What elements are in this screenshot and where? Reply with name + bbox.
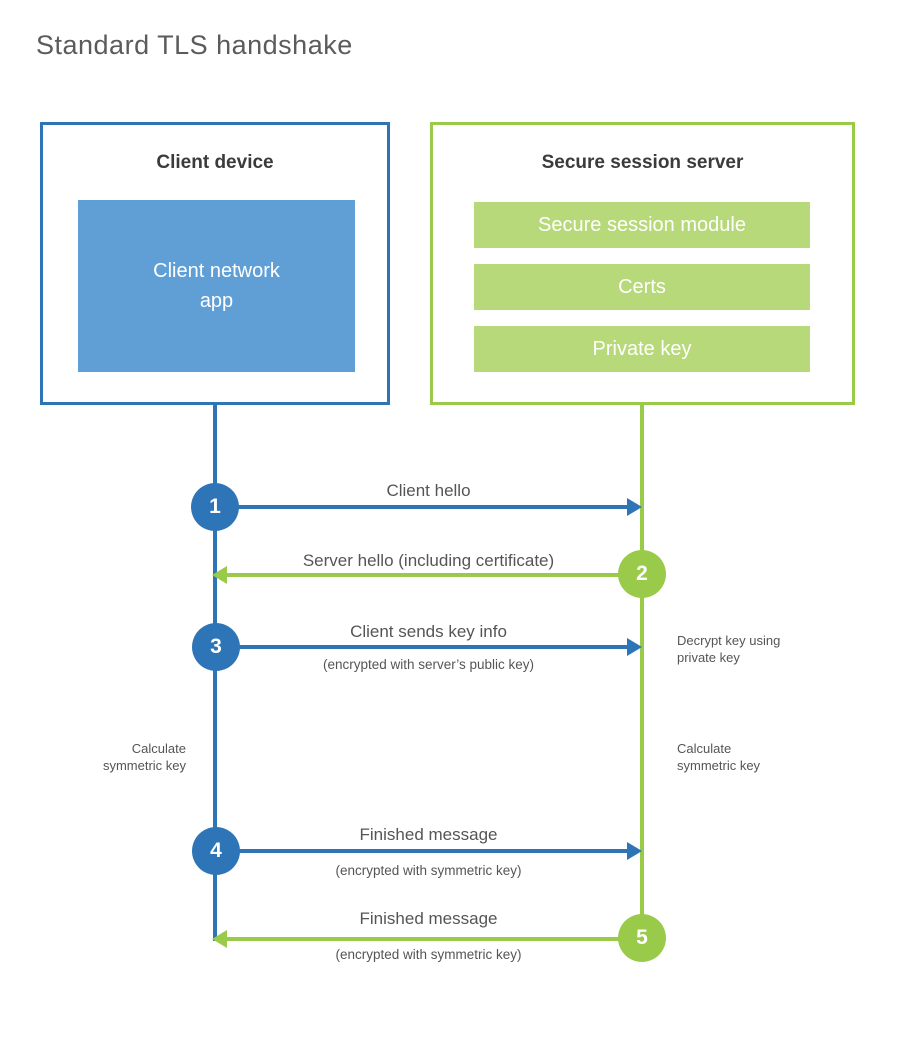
arrow-line-step1: [215, 505, 627, 509]
message-label-finished-server: Finished message: [359, 909, 498, 928]
note-line: symmetric key: [102, 758, 186, 773]
step-circle-1: 1: [191, 483, 239, 531]
message-sublabel-key-info: (encrypted with server’s public key): [322, 657, 535, 672]
note-calc-symmetric-right: Calculate symmetric key: [677, 740, 760, 774]
message-label-client-hello: Client hello: [386, 481, 471, 500]
step-circle-3: 3: [192, 623, 240, 671]
arrowhead-left-icon: [212, 930, 227, 948]
note-line: symmetric key: [677, 758, 761, 773]
note-line: Calculate: [677, 741, 732, 756]
message-label-server-hello: Server hello (including certificate): [302, 551, 555, 570]
message-sublabel-finished-server: (encrypted with symmetric key): [335, 947, 522, 962]
step-circle-4: 4: [192, 827, 240, 875]
server-module-secure-session: Secure session module: [474, 202, 810, 248]
message-label-finished-client: Finished message: [359, 825, 498, 844]
page-title: Standard TLS handshake: [36, 30, 353, 60]
client-device-title: Client device: [156, 152, 274, 173]
server-module-private-key: Private key: [474, 326, 810, 372]
arrowhead-left-icon: [212, 566, 227, 584]
client-app-label-line1: Client network: [153, 260, 280, 282]
server-module-certs: Certs: [474, 264, 810, 310]
step-number: 4: [210, 839, 222, 862]
arrowhead-right-icon: [627, 498, 642, 516]
client-lifeline: [213, 405, 217, 941]
client-network-app-box: Client network app: [78, 200, 355, 372]
note-line: Calculate: [131, 741, 186, 756]
arrow-line-step4: [216, 849, 627, 853]
note-line: Decrypt key using: [677, 633, 781, 648]
step-number: 5: [636, 926, 648, 949]
arrow-line-step5: [227, 937, 642, 941]
step-circle-5: 5: [618, 914, 666, 962]
arrow-line-step2: [227, 573, 642, 577]
client-app-label-line2: app: [199, 290, 234, 312]
note-decrypt-key: Decrypt key using private key: [677, 632, 780, 666]
note-calc-symmetric-left: Calculate symmetric key: [36, 740, 186, 774]
client-device-box: Client device Client network app: [40, 122, 390, 405]
arrowhead-right-icon: [627, 638, 642, 656]
server-lifeline: [640, 405, 644, 938]
arrow-line-step3: [216, 645, 627, 649]
step-number: 1: [209, 495, 221, 518]
step-number: 2: [636, 562, 648, 585]
step-number: 3: [210, 635, 222, 658]
note-line: private key: [677, 650, 740, 665]
message-label-key-info: Client sends key info: [350, 622, 507, 641]
message-sublabel-finished-client: (encrypted with symmetric key): [335, 863, 522, 878]
server-title: Secure session server: [541, 152, 744, 173]
secure-session-server-box: Secure session server Secure session mod…: [430, 122, 855, 405]
step-circle-2: 2: [618, 550, 666, 598]
arrowhead-right-icon: [627, 842, 642, 860]
